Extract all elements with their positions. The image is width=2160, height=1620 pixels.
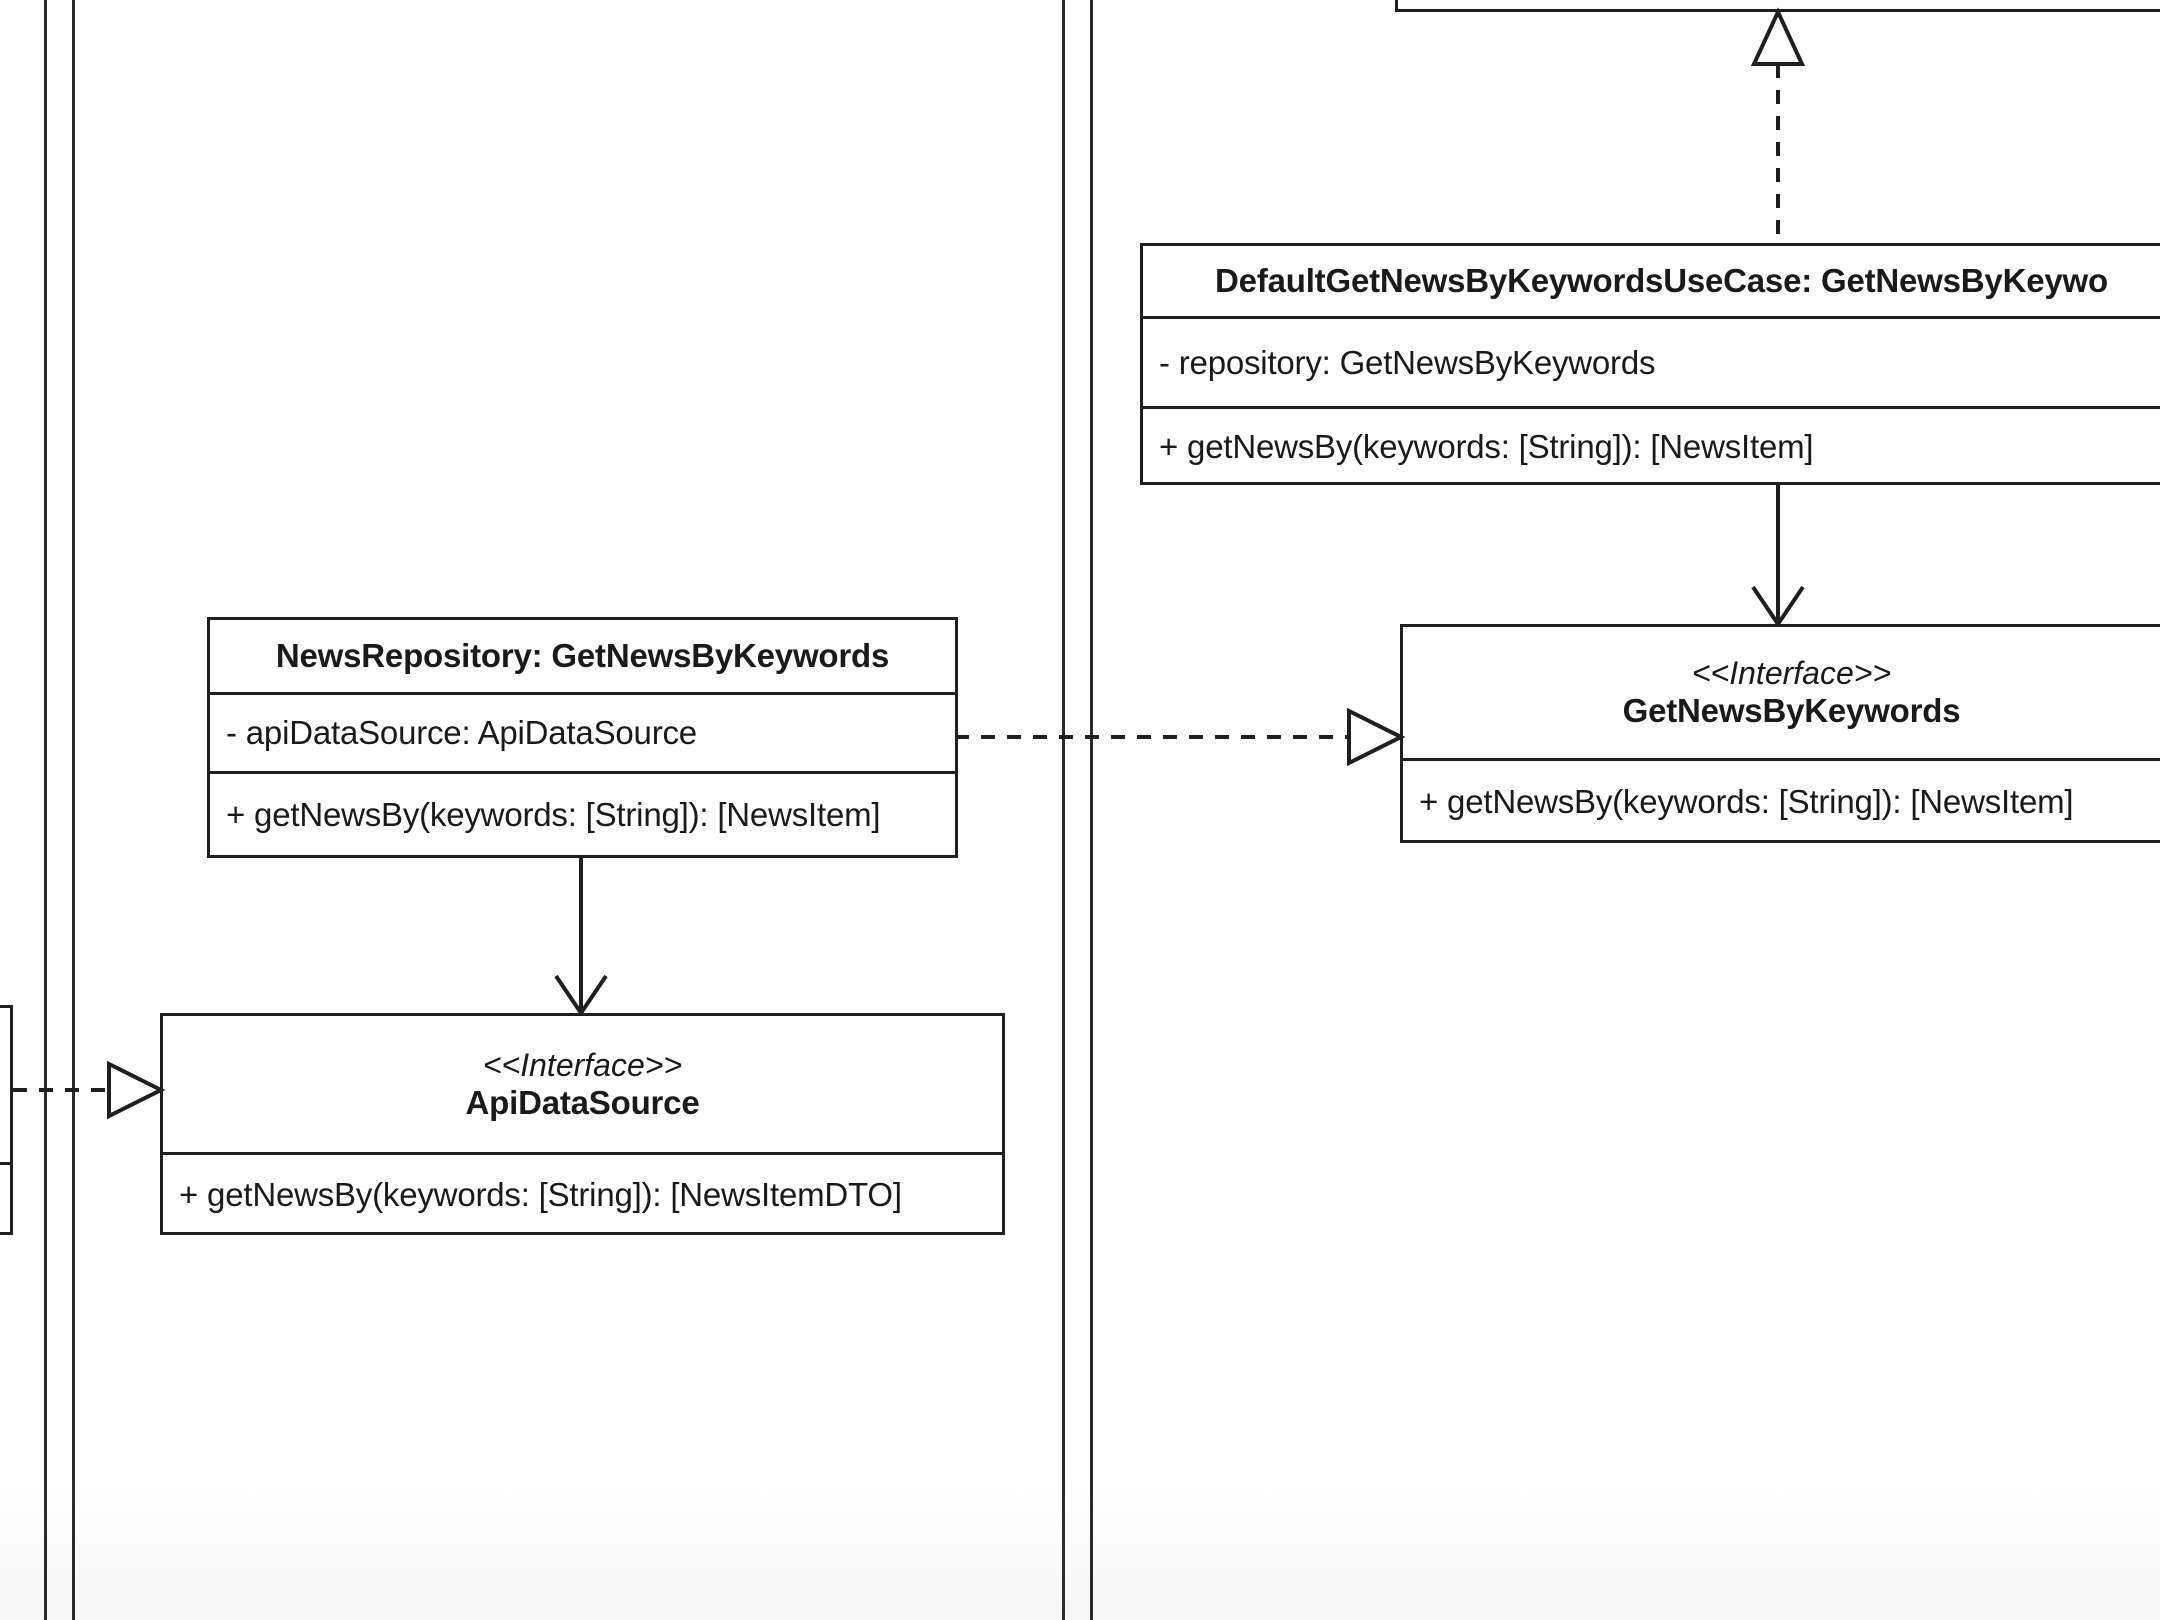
top-partial-class-title-section (1398, 0, 2160, 9)
news-repository-title: NewsRepository: GetNewsByKeywords (275, 637, 890, 674)
get-news-by-keywords-methods-section: + getNewsBy(keywords: [String]): [NewsIt… (1403, 758, 2160, 843)
news-repository-attribute-api-data-source: - apiDataSource: ApiDataSource (226, 714, 697, 751)
lane-divider-left-b (72, 0, 75, 1620)
left-partial-class-box[interactable] (0, 1005, 13, 1235)
realization-newsrepository-to-getnewsbykeywords (955, 707, 1406, 769)
news-repository-attributes-section: - apiDataSource: ApiDataSource (210, 692, 955, 771)
realization-usecase-to-top-partial (1740, 6, 1820, 251)
use-case-class-title: DefaultGetNewsByKeywordsUseCase: GetNews… (1215, 262, 2108, 299)
api-data-source-title: ApiDataSource (465, 1083, 700, 1121)
left-partial-members-section (0, 1162, 10, 1235)
top-partial-class-box[interactable] (1395, 0, 2160, 12)
lane-divider-mid-b (1090, 0, 1093, 1620)
use-case-method-get-news-by: + getNewsBy(keywords: [String]): [NewsIt… (1159, 428, 1814, 465)
dependency-usecase-to-getnewsbykeywords (1740, 485, 1820, 628)
use-case-title-section: DefaultGetNewsByKeywordsUseCase: GetNews… (1143, 246, 2160, 316)
bottom-shadow-gradient (0, 1470, 2160, 1620)
lane-divider-mid-a (1062, 0, 1065, 1620)
get-news-by-keywords-title: GetNewsByKeywords (1622, 692, 1961, 729)
left-partial-title-section (0, 1008, 10, 1162)
api-data-source-stereotype: <<Interface>> (482, 1046, 683, 1083)
get-news-by-keywords-method: + getNewsBy(keywords: [String]): [NewsIt… (1419, 783, 2074, 820)
api-data-source-methods-section: + getNewsBy(keywords: [String]): [NewsIt… (163, 1152, 1002, 1235)
get-news-by-keywords-title-section: <<Interface>> GetNewsByKeywords (1403, 627, 2160, 758)
api-data-source-title-section: <<Interface>> ApiDataSource (163, 1016, 1002, 1152)
get-news-by-keywords-stereotype: <<Interface>> (1691, 655, 1892, 691)
dependency-newsrepository-to-apidatasource (543, 858, 623, 1017)
lane-divider-left-a (44, 0, 47, 1620)
api-data-source-method: + getNewsBy(keywords: [String]): [NewsIt… (179, 1176, 902, 1213)
news-repository-method-get-news-by: + getNewsBy(keywords: [String]): [NewsIt… (226, 795, 881, 833)
get-news-by-keywords-interface-box[interactable]: <<Interface>> GetNewsByKeywords + getNew… (1400, 624, 2160, 843)
api-data-source-interface-box[interactable]: <<Interface>> ApiDataSource + getNewsBy(… (160, 1013, 1005, 1235)
use-case-attributes-section: - repository: GetNewsByKeywords (1143, 316, 2160, 406)
default-get-news-by-keywords-use-case-box[interactable]: DefaultGetNewsByKeywordsUseCase: GetNews… (1140, 243, 2160, 485)
use-case-methods-section: + getNewsBy(keywords: [String]): [NewsIt… (1143, 406, 2160, 485)
news-repository-title-section: NewsRepository: GetNewsByKeywords (210, 620, 955, 692)
news-repository-box[interactable]: NewsRepository: GetNewsByKeywords - apiD… (207, 617, 958, 858)
news-repository-methods-section: + getNewsBy(keywords: [String]): [NewsIt… (210, 771, 955, 855)
realization-leftpartial-to-apidatasource (13, 1060, 166, 1122)
use-case-attribute-repository: - repository: GetNewsByKeywords (1159, 343, 1656, 381)
